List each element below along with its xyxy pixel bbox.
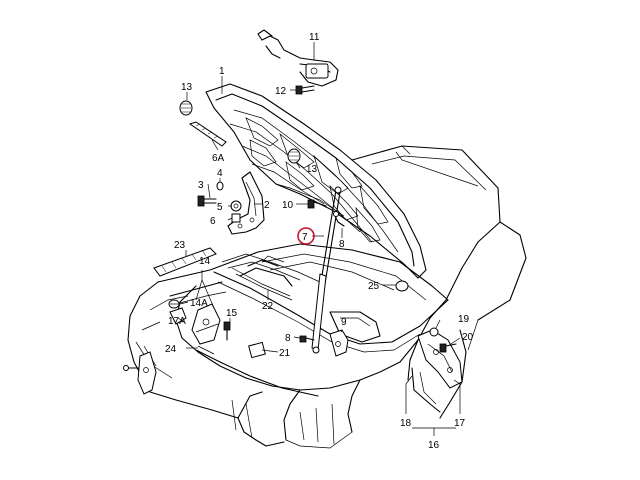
part-17a: [169, 307, 187, 325]
callout-6a: 6A: [212, 153, 225, 164]
hood-panel: [205, 83, 427, 279]
leader-lines: [177, 42, 461, 436]
ball-stud-8-lower: [299, 335, 315, 343]
rubber-buffer-13-left: [179, 100, 193, 116]
strut-bracket-9: [329, 329, 349, 357]
front-lower-bracket: [123, 351, 157, 395]
callout-6: 6: [210, 216, 216, 227]
callout-21: 21: [279, 348, 291, 359]
bolt-6: [231, 213, 241, 223]
callout-19: 19: [458, 314, 470, 325]
hood-hinge: [227, 171, 265, 235]
washer-19: [429, 327, 439, 337]
callout-12: 12: [275, 86, 287, 97]
cable-24: [195, 345, 319, 397]
callout-25: 25: [368, 281, 380, 292]
callout-20: 20: [462, 332, 474, 343]
seal-strip-23: [153, 247, 217, 277]
callout-2: 2: [264, 200, 270, 211]
hood-release-lever: [257, 29, 339, 87]
rubber-buffer-13-right: [287, 148, 301, 164]
callout-13-left: 13: [181, 82, 193, 93]
callout-13-right: 13: [306, 164, 318, 175]
callout-14a: 14A: [190, 298, 208, 309]
bolt-3: [197, 195, 217, 207]
callout-16: 16: [428, 440, 440, 451]
gas-strut: [311, 186, 342, 354]
callout-3: 3: [198, 180, 204, 191]
highlight-ring: [297, 227, 315, 245]
callout-5: 5: [217, 202, 223, 213]
callout-4: 4: [217, 168, 223, 179]
bolt-12: [295, 85, 315, 95]
nut-5: [230, 200, 242, 212]
callout-9: 9: [341, 317, 347, 328]
grommet-25: [395, 280, 409, 292]
callout-15: 15: [226, 308, 238, 319]
callout-18: 18: [400, 418, 412, 429]
callout-7: 7: [302, 232, 308, 243]
lock-carrier: [191, 303, 221, 345]
callout-11: 11: [309, 32, 320, 43]
callout-10: 10: [282, 200, 294, 211]
seal-22: [231, 267, 293, 301]
bracket-21: [248, 341, 266, 359]
callout-8-upper: 8: [339, 239, 345, 250]
callout-labels: 1 11 12 13 13 6A 4 3 5 6 2 10 7 8 25 23 …: [165, 32, 474, 451]
callout-23: 23: [174, 240, 186, 251]
bolt-10: [307, 199, 327, 209]
callout-17a: 17A: [168, 316, 186, 327]
washer-4: [216, 181, 224, 191]
hinge-right: [411, 329, 463, 413]
bolt-20: [439, 343, 457, 353]
callout-17: 17: [454, 418, 466, 429]
seal-strip-6a: [188, 121, 227, 147]
callout-24: 24: [165, 344, 177, 355]
callout-22: 22: [262, 301, 274, 312]
ball-stud-8-upper: [333, 211, 345, 227]
bolt-14a: [168, 299, 180, 309]
callout-1: 1: [219, 66, 225, 77]
bolt-15: [223, 321, 231, 341]
callout-8-lower: 8: [285, 333, 291, 344]
callout-14: 14: [199, 256, 211, 267]
car-body: [127, 145, 527, 449]
